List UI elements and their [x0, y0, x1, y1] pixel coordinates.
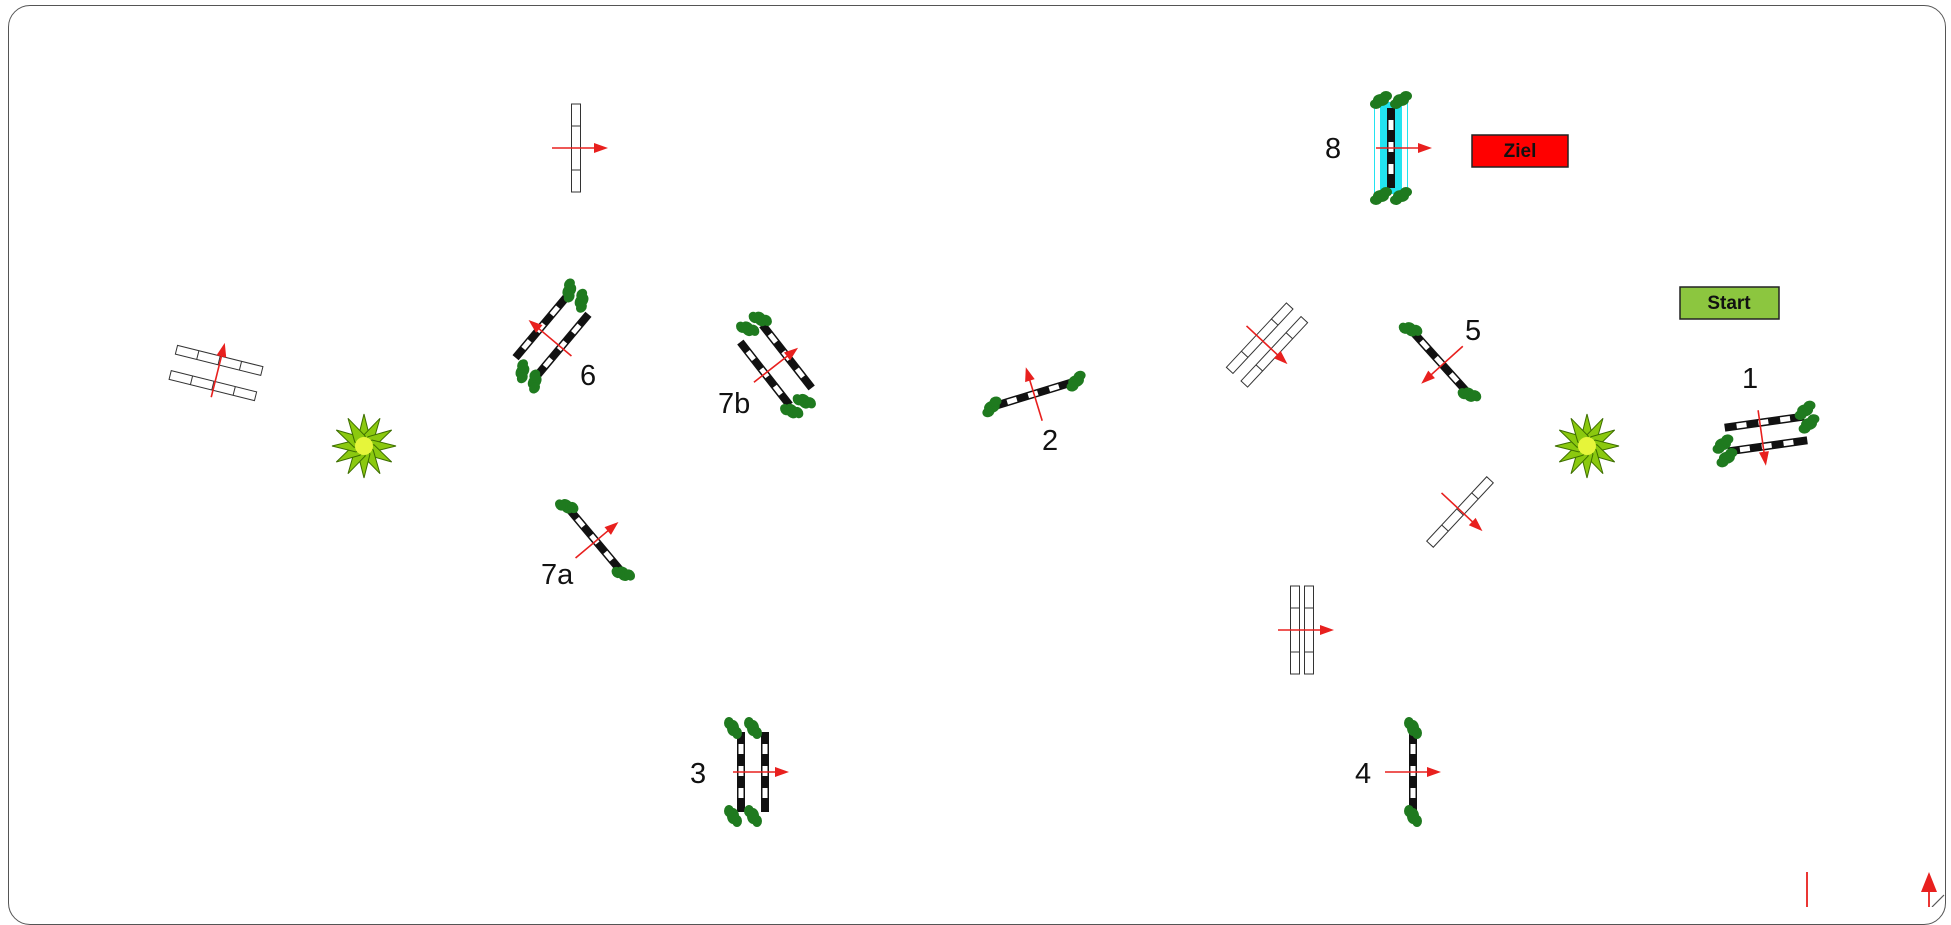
bush-icon: [331, 413, 397, 479]
north-arrow-icon: [1921, 872, 1945, 907]
fence-8-label: 8: [1325, 133, 1341, 165]
bush-icon: [1554, 413, 1620, 479]
practice-fence-diagonal[interactable]: [1426, 476, 1494, 548]
fence-3-label: 3: [690, 758, 706, 790]
fence-6-label: 6: [580, 360, 596, 392]
fence-7b-label: 7b: [718, 388, 750, 420]
fence-4-label: 4: [1355, 758, 1371, 790]
fence-2-label: 2: [1042, 425, 1058, 457]
finish-marker[interactable]: Ziel: [1471, 134, 1569, 168]
start-marker[interactable]: Start: [1679, 286, 1780, 320]
fence-5-label: 5: [1465, 315, 1481, 347]
start-label: Start: [1707, 293, 1751, 314]
fence-1-label: 1: [1742, 363, 1758, 395]
fence-7a-label: 7a: [541, 559, 574, 591]
practice-oxer-left[interactable]: [168, 344, 264, 402]
finish-label: Ziel: [1504, 141, 1537, 162]
